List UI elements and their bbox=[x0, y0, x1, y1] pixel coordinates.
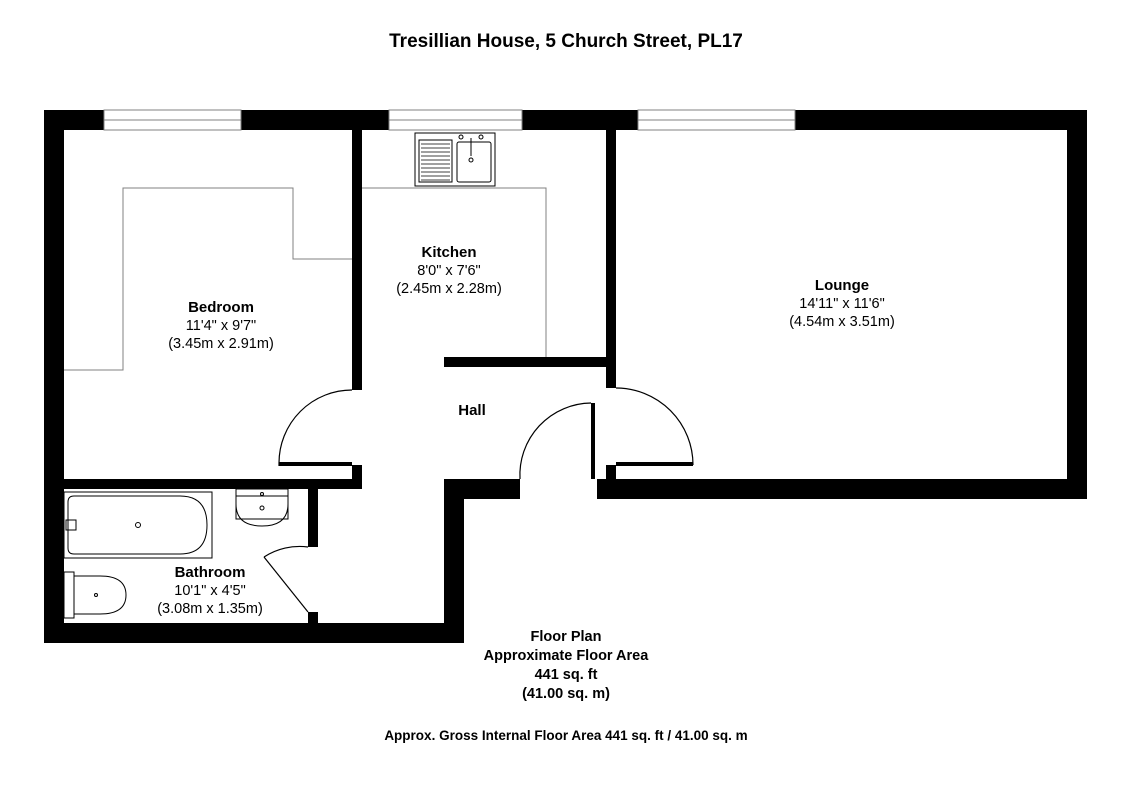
bedroom-imperial: 11'4" x 9'7" bbox=[186, 318, 256, 334]
summary-subheading: Approximate Floor Area bbox=[484, 648, 650, 664]
bathroom-toilet bbox=[63, 571, 127, 619]
bathroom-label: Bathroom bbox=[175, 564, 246, 581]
gross-area-footer: Approx. Gross Internal Floor Area 441 sq… bbox=[384, 728, 747, 743]
lounge-door-swing bbox=[615, 387, 694, 466]
bathroom-door-swing bbox=[263, 545, 309, 558]
bathroom-basin bbox=[235, 488, 289, 527]
bath-tub bbox=[63, 491, 213, 559]
plan-title: Tresillian House, 5 Church Street, PL17 bbox=[389, 31, 743, 52]
kitchen-counter bbox=[362, 187, 547, 357]
bathroom-imperial: 10'1" x 4'5" bbox=[174, 583, 245, 599]
floor-area-summary: Floor Plan Approximate Floor Area 441 sq… bbox=[484, 629, 650, 702]
lounge-label: Lounge bbox=[815, 277, 869, 294]
walls bbox=[44, 110, 1087, 643]
summary-heading: Floor Plan bbox=[531, 629, 602, 645]
windows bbox=[103, 109, 796, 131]
doors bbox=[263, 387, 694, 613]
summary-sqft: 441 sq. ft bbox=[535, 667, 598, 683]
bedroom-label: Bedroom bbox=[188, 299, 254, 316]
kitchen-imperial: 8'0" x 7'6" bbox=[417, 263, 480, 279]
hall-label: Hall bbox=[458, 402, 486, 419]
lounge-imperial: 14'11" x 11'6" bbox=[799, 296, 884, 312]
bedroom-metric: (3.45m x 2.91m) bbox=[168, 336, 274, 352]
bedroom-wardrobe bbox=[64, 187, 352, 371]
kitchen-metric: (2.45m x 2.28m) bbox=[396, 281, 502, 297]
bedroom-door-swing bbox=[278, 389, 353, 464]
summary-sqm: (41.00 sq. m) bbox=[522, 686, 610, 702]
lounge-metric: (4.54m x 3.51m) bbox=[789, 314, 895, 330]
bathroom-metric: (3.08m x 1.35m) bbox=[157, 601, 263, 617]
kitchen-label: Kitchen bbox=[421, 244, 476, 261]
kitchen-sink bbox=[414, 132, 496, 187]
front-door-swing bbox=[519, 402, 592, 480]
